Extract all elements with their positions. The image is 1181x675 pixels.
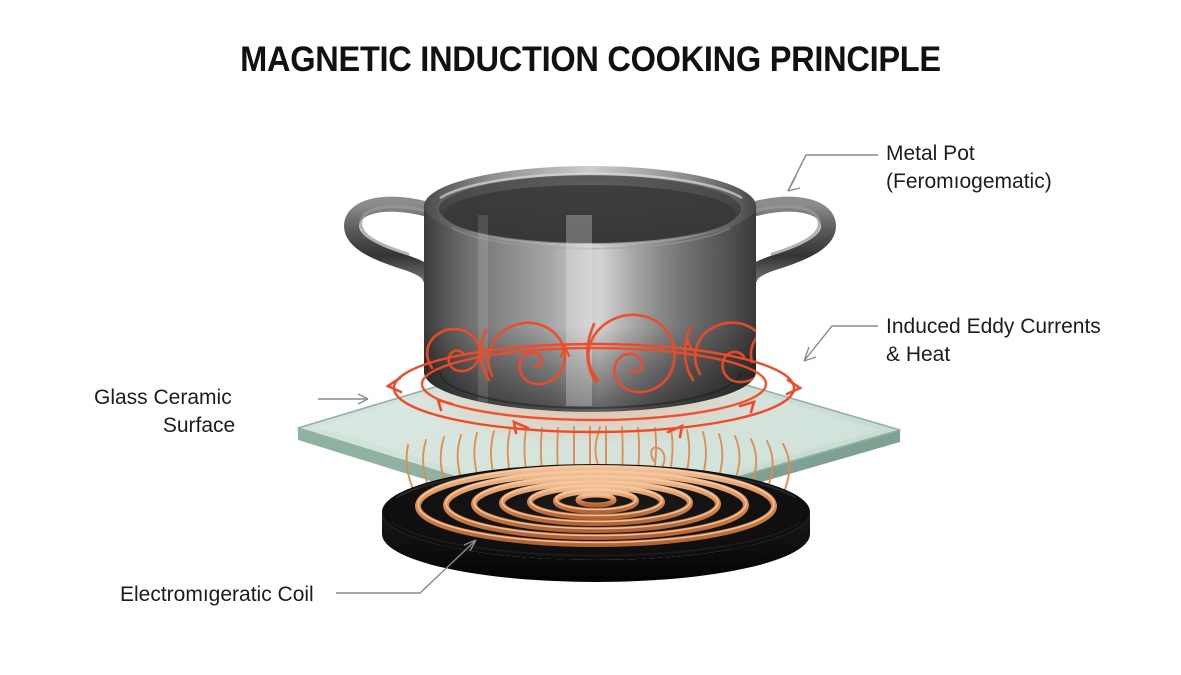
label-glass-line1: Glass Ceramic — [94, 386, 232, 409]
label-eddy-line1: Induced Eddy Currents — [886, 315, 1101, 338]
page-title: MAGNETIC INDUCTION COOKING PRINCIPLE — [240, 40, 941, 79]
metal-pot — [344, 166, 836, 412]
pot-specular — [478, 215, 592, 406]
eddy-current-loops-on-glass — [385, 342, 803, 439]
label-electromagnetic-coil: Electromıgeratic Coil — [120, 581, 314, 609]
leader-lines — [318, 154, 878, 594]
label-eddy-line2: & Heat — [886, 343, 951, 366]
label-eddy-currents: Induced Eddy Currents & Heat — [886, 313, 1101, 369]
pot-handle-left — [344, 196, 438, 286]
copper-coil — [415, 465, 777, 547]
label-metal-pot-line1: Metal Pot — [886, 142, 975, 165]
copper-coil-highlight — [417, 465, 775, 544]
label-metal-pot-line2: (Feromıogematic) — [886, 170, 1052, 193]
label-glass-ceramic-surface: Glass Ceramic Surface — [88, 384, 310, 440]
electromagnetic-coil-assembly — [382, 464, 810, 582]
label-coil-line1: Electromıgeratic Coil — [120, 583, 314, 606]
eddy-current-spirals — [425, 313, 756, 394]
pot-handle-right — [742, 196, 836, 286]
label-glass-line2: Surface — [162, 414, 236, 437]
label-metal-pot: Metal Pot (Feromıogematic) — [886, 140, 1052, 196]
